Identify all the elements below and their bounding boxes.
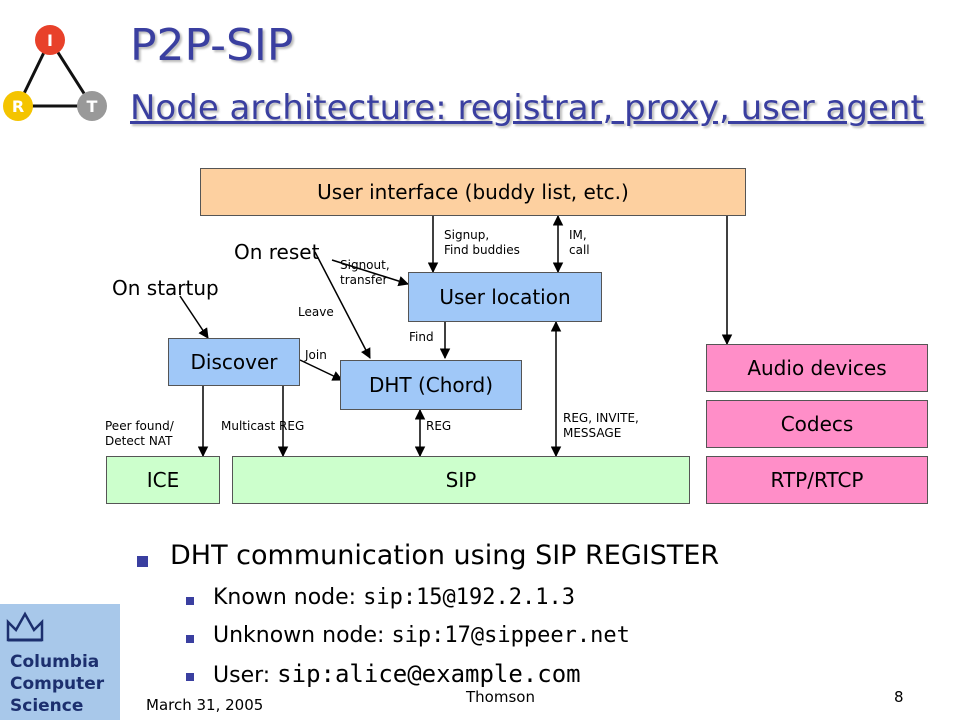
known-node-uri: sip:15@192.2.1.3 bbox=[363, 585, 575, 610]
logo-r-letter: R bbox=[12, 97, 24, 116]
label-im-call: IM, call bbox=[569, 228, 590, 257]
sub-bullet-user: User: sip:alice@example.com bbox=[213, 660, 581, 688]
arrow-join bbox=[299, 359, 343, 381]
arrow-signout bbox=[331, 259, 410, 287]
columbia-cs-logo: Columbia Computer Science bbox=[0, 604, 120, 720]
main-bullet-text: DHT communication using SIP REGISTER bbox=[170, 540, 720, 571]
sub-bullet-unknown: Unknown node: sip:17@sippeer.net bbox=[213, 623, 630, 648]
crown-icon bbox=[6, 611, 44, 642]
logo-word-science: Science bbox=[10, 696, 84, 716]
arrow-leave bbox=[314, 251, 371, 359]
rtp-box: RTP/RTCP bbox=[706, 456, 928, 504]
dht-box: DHT (Chord) bbox=[340, 360, 522, 410]
label-on-startup: On startup bbox=[112, 276, 219, 300]
label-multicast-reg: Multicast REG bbox=[221, 419, 305, 433]
label-on-reset: On reset bbox=[234, 240, 320, 264]
slide-title: P2P-SIP bbox=[130, 20, 294, 71]
label-leave: Leave bbox=[298, 305, 334, 319]
label-signout: Signout, transfer bbox=[340, 258, 390, 287]
label-peer-found: Peer found/ Detect NAT bbox=[105, 419, 174, 448]
slide-subtitle: Node architecture: registrar, proxy, use… bbox=[130, 88, 924, 128]
user-location-box: User location bbox=[408, 272, 602, 322]
logo-t-letter: T bbox=[87, 97, 98, 116]
user-uri: sip:alice@example.com bbox=[277, 660, 581, 688]
unknown-node-uri: sip:17@sippeer.net bbox=[391, 623, 630, 648]
sub-bullet-marker-user bbox=[186, 673, 194, 681]
logo-i-letter: I bbox=[47, 31, 53, 50]
sub-bullet-known: Known node: sip:15@192.2.1.3 bbox=[213, 585, 575, 610]
logo-r-circle bbox=[3, 91, 33, 121]
audio-devices-box: Audio devices bbox=[706, 344, 928, 392]
label-signup: Signup, Find buddies bbox=[444, 228, 520, 257]
sub-bullet-marker-unknown bbox=[186, 635, 194, 643]
unknown-node-label: Unknown node: bbox=[213, 623, 392, 648]
arrow-on-startup bbox=[179, 295, 209, 339]
sub-bullet-marker-known bbox=[186, 597, 194, 605]
logo-word-computer: Computer bbox=[10, 674, 105, 694]
label-find: Find bbox=[409, 330, 434, 344]
footer-author: Thomson bbox=[466, 688, 535, 706]
footer-date: March 31, 2005 bbox=[146, 696, 264, 714]
known-node-label: Known node: bbox=[213, 585, 364, 610]
user-interface-box: User interface (buddy list, etc.) bbox=[200, 168, 746, 216]
discover-box: Discover bbox=[168, 338, 300, 386]
label-reg-invite: REG, INVITE, MESSAGE bbox=[563, 411, 639, 440]
footer-page-number: 8 bbox=[894, 688, 904, 706]
main-bullet-marker bbox=[137, 556, 148, 567]
logo-i-circle bbox=[35, 25, 65, 55]
logo-word-columbia: Columbia bbox=[10, 652, 100, 672]
sip-box: SIP bbox=[232, 456, 690, 504]
logo-t-circle bbox=[77, 91, 107, 121]
label-join: Join bbox=[305, 348, 327, 362]
label-reg: REG bbox=[426, 419, 452, 433]
codecs-box: Codecs bbox=[706, 400, 928, 448]
irt-logo: I R T bbox=[3, 25, 107, 121]
ice-box: ICE bbox=[106, 456, 220, 504]
user-label: User: bbox=[213, 663, 278, 688]
